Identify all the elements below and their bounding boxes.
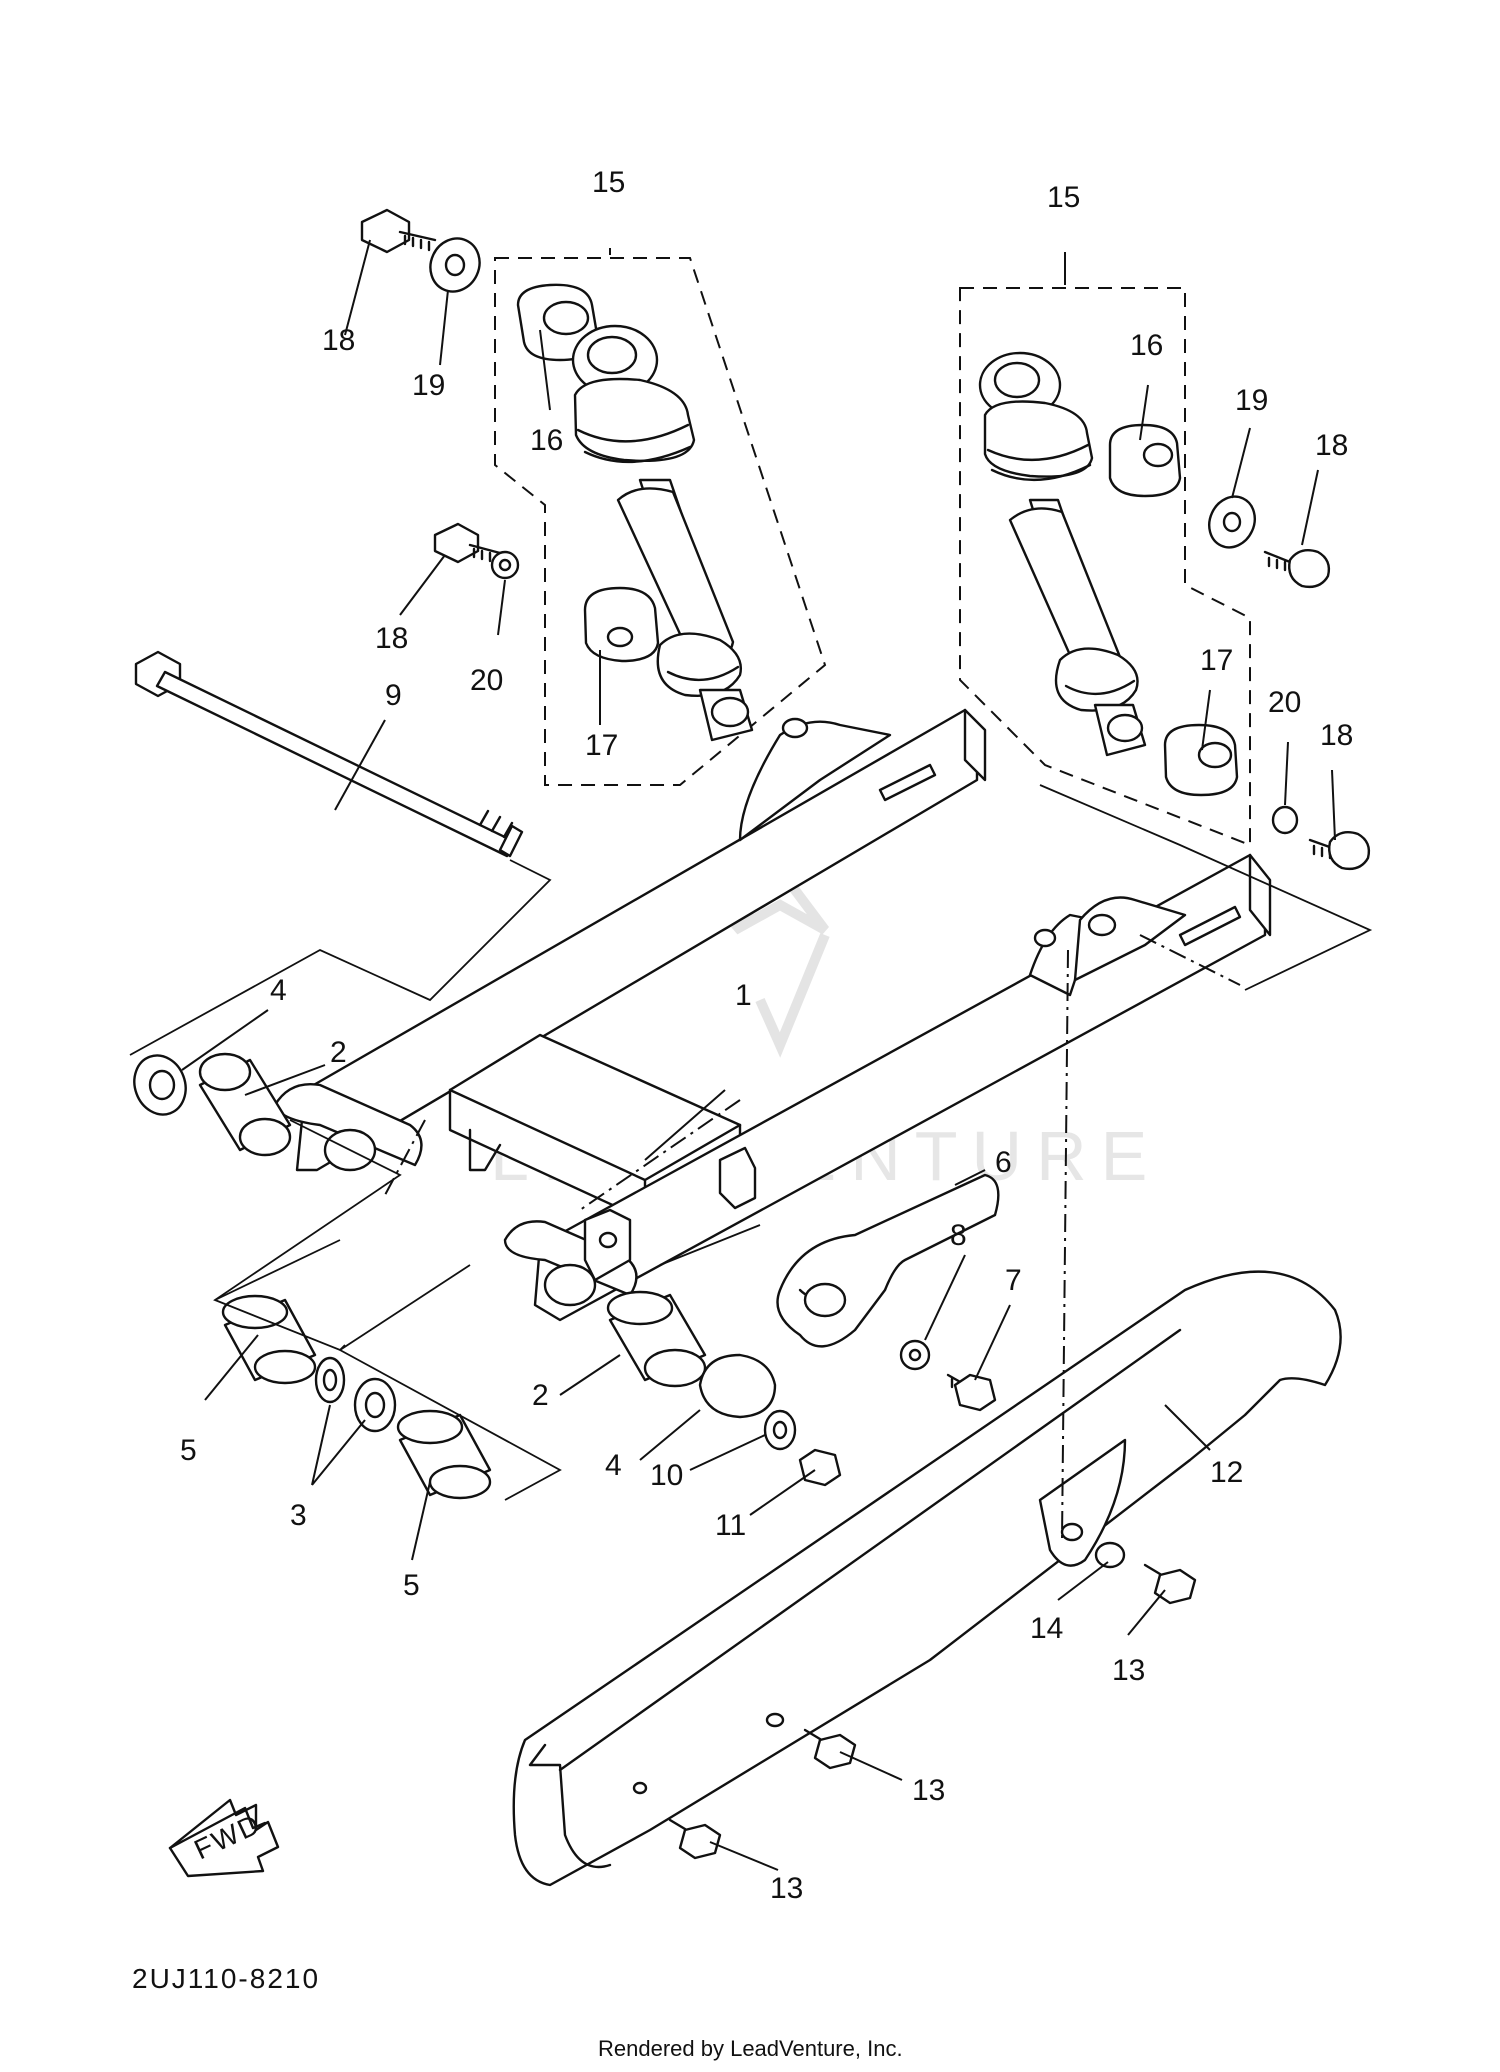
callout-17a: 17 [585,729,618,762]
shock-absorber-right [959,287,1251,847]
right-pivot-hardware [606,1290,842,1487]
callout-3: 3 [290,1499,307,1532]
callout-6: 6 [995,1146,1012,1179]
callout-10: 10 [650,1459,683,1492]
callout-16a: 16 [530,424,563,457]
callout-7: 7 [1005,1264,1022,1297]
callout-14: 14 [1030,1612,1063,1645]
callout-5a: 5 [180,1434,197,1467]
callout-20b: 20 [1268,686,1301,719]
callout-17b: 17 [1200,644,1233,677]
callout-2b: 2 [532,1379,549,1412]
rendered-by-footer: Rendered by LeadVenture, Inc. [598,2036,903,2061]
callout-16b: 16 [1130,329,1163,362]
callout-18b: 18 [375,622,408,655]
fwd-arrow: FWD [168,1798,280,1878]
part-code: 2UJ110-8210 [132,1963,320,1994]
callout-12: 12 [1210,1456,1243,1489]
chain-case-fasteners [668,1541,1197,1860]
swing-arm [273,708,1272,1322]
callout-18a: 18 [322,324,355,357]
hardware-bolts [360,208,1371,871]
callout-15b: 15 [1047,181,1080,214]
callout-9: 9 [385,679,402,712]
pivot-bushings [133,1052,492,1500]
chain-case [512,1270,1342,1887]
callout-18d: 18 [1320,719,1353,752]
callout-1: 1 [735,979,752,1012]
callout-4b: 4 [605,1449,622,1482]
callout-20a: 20 [470,664,503,697]
reference-lines [129,784,1373,1541]
callout-13a: 13 [1112,1654,1145,1687]
callout-11: 11 [715,1509,746,1542]
callout-13c: 13 [770,1872,803,1905]
leader-lines [181,239,1336,1871]
callout-13b: 13 [912,1774,945,1807]
callout-18c: 18 [1315,429,1348,462]
callout-19b: 19 [1235,384,1268,417]
callout-4a: 4 [270,974,287,1007]
callout-15a: 15 [592,166,625,199]
callout-8: 8 [950,1219,967,1252]
callout-5b: 5 [403,1569,420,1602]
callout-labels: 1 2 2 3 4 4 5 5 6 7 8 9 10 11 12 13 13 1… [180,166,1353,1905]
shock-absorber-left [494,257,827,786]
callout-2a: 2 [330,1036,347,1069]
callout-19a: 19 [412,369,445,402]
chain-guide [776,1173,1000,1412]
pivot-shaft [134,650,524,858]
